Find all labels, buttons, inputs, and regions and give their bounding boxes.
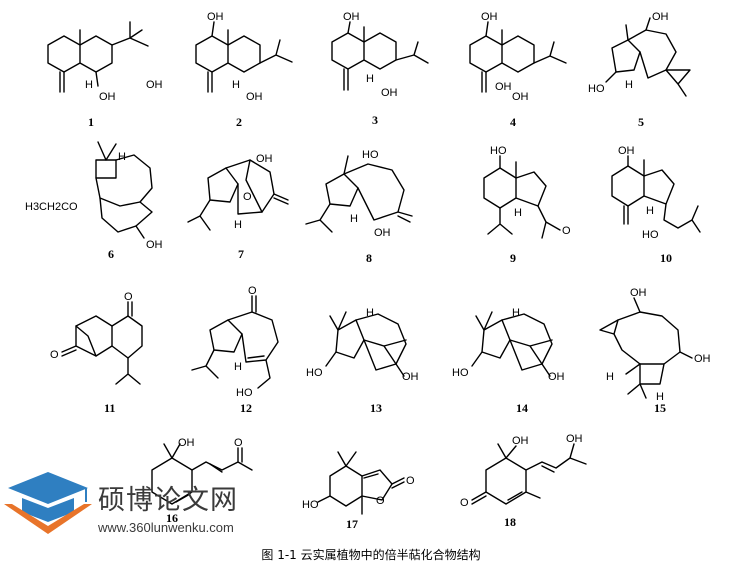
compound-4: OH OH OH 4 bbox=[469, 11, 567, 129]
compound-4-number: 4 bbox=[510, 115, 516, 129]
compound-9-label-1: H bbox=[514, 207, 522, 219]
compound-6-label-1: H3CH2CO bbox=[25, 201, 78, 213]
compound-16-label-1: O bbox=[234, 437, 243, 449]
compound-18-label-2: O bbox=[460, 497, 469, 509]
compound-7: OH O H 7 bbox=[187, 153, 289, 261]
compound-7-number: 7 bbox=[238, 247, 244, 261]
compound-12-label-1: H bbox=[234, 361, 242, 373]
compound-17-label-2: O bbox=[376, 495, 385, 507]
watermark-url: www.360lunwenku.com bbox=[98, 520, 234, 535]
compound-13-label-1: HO bbox=[306, 367, 323, 379]
compound-8-label-2: OH bbox=[374, 227, 391, 239]
compound-3-number: 3 bbox=[372, 113, 378, 127]
compound-9-label-2: O bbox=[562, 225, 571, 237]
compound-8-number: 8 bbox=[366, 251, 372, 265]
compound-11: O O 11 bbox=[50, 291, 143, 415]
compound-6-label-2: OH bbox=[146, 239, 163, 251]
compound-15-label-2: OH bbox=[694, 353, 711, 365]
compound-11-number: 11 bbox=[104, 401, 115, 415]
compound-9-label-0: HO bbox=[490, 145, 507, 157]
compound-18: OH OH O 18 bbox=[460, 433, 587, 529]
compound-18-label-1: OH bbox=[566, 433, 583, 445]
compound-7-label-2: H bbox=[234, 219, 242, 231]
compound-9-number: 9 bbox=[510, 251, 516, 265]
compound-14-number: 14 bbox=[516, 401, 528, 415]
compound-16: OH O 16 bbox=[151, 437, 253, 525]
compound-10-number: 10 bbox=[660, 251, 672, 265]
compound-13-number: 13 bbox=[370, 401, 382, 415]
compound-15-label-3: H bbox=[656, 391, 664, 403]
compound-10-label-2: HO bbox=[642, 229, 659, 241]
compound-8-label-0: HO bbox=[362, 149, 379, 161]
watermark-logo-icon bbox=[4, 472, 92, 534]
compound-4-label-0: OH bbox=[481, 11, 498, 23]
watermark-name: 硕博论文网 bbox=[98, 485, 238, 516]
compound-3-label-1: H bbox=[366, 73, 374, 85]
compound-14-label-0: H bbox=[512, 307, 520, 319]
compound-17: O HO O 17 bbox=[302, 451, 415, 531]
compound-15-label-0: OH bbox=[630, 287, 647, 299]
compound-6-number: 6 bbox=[108, 247, 114, 261]
compound-15-label-1: H bbox=[606, 371, 614, 383]
compound-17-label-0: O bbox=[406, 475, 415, 487]
compound-12-label-2: HO bbox=[236, 387, 253, 399]
compound-13-label-0: H bbox=[366, 307, 374, 319]
compound-9: HO H O 9 bbox=[483, 145, 571, 265]
compound-7-label-1: O bbox=[243, 191, 252, 203]
compound-1-label-0: OH bbox=[146, 79, 163, 91]
compound-3-label-0: OH bbox=[343, 11, 360, 23]
compound-8-label-1: H bbox=[350, 213, 358, 225]
figure-caption: 图 1-1 云实属植物中的倍半萜化合物结构 bbox=[261, 548, 481, 562]
compound-3: OH H OH 3 bbox=[331, 11, 429, 127]
compound-4-label-2: OH bbox=[512, 91, 529, 103]
compound-14-label-2: OH bbox=[548, 371, 565, 383]
compound-17-number: 17 bbox=[346, 517, 358, 531]
compound-1: OH H OH 1 bbox=[47, 21, 163, 129]
compound-1-number: 1 bbox=[88, 115, 94, 129]
compound-8: HO H OH 8 bbox=[305, 149, 413, 265]
compound-6: H H3CH2CO OH 6 bbox=[25, 141, 163, 261]
compound-2-label-0: OH bbox=[207, 11, 224, 23]
compound-1-label-1: H bbox=[85, 79, 93, 91]
compound-5-label-0: OH bbox=[652, 11, 669, 23]
compound-5-label-2: H bbox=[625, 79, 633, 91]
compound-16-label-0: OH bbox=[178, 437, 195, 449]
compound-2-label-2: OH bbox=[246, 91, 263, 103]
compound-14-label-1: HO bbox=[452, 367, 469, 379]
compound-12-label-0: O bbox=[248, 285, 257, 297]
compound-5-label-1: HO bbox=[588, 83, 605, 95]
compound-7-label-0: OH bbox=[256, 153, 273, 165]
compound-13: H HO OH 13 bbox=[306, 307, 419, 415]
compound-5: OH HO H 5 bbox=[588, 11, 691, 129]
compound-12: O H HO 12 bbox=[191, 285, 279, 415]
compound-4-label-1: OH bbox=[495, 81, 512, 93]
compound-10: OH H HO 10 bbox=[611, 145, 701, 265]
compound-11-label-1: O bbox=[50, 349, 59, 361]
compound-5-number: 5 bbox=[638, 115, 644, 129]
compound-11-label-0: O bbox=[124, 291, 133, 303]
compound-16-number: 16 bbox=[166, 511, 178, 525]
compound-2: OH H OH 2 bbox=[195, 11, 293, 129]
compound-17-label-1: HO bbox=[302, 499, 319, 511]
compound-10-label-1: H bbox=[646, 205, 654, 217]
compound-2-number: 2 bbox=[236, 115, 242, 129]
compound-13-label-2: OH bbox=[402, 371, 419, 383]
compound-3-label-2: OH bbox=[381, 87, 398, 99]
compound-2-label-1: H bbox=[232, 79, 240, 91]
compound-18-number: 18 bbox=[504, 515, 516, 529]
compound-6-label-0: H bbox=[118, 151, 126, 163]
compound-10-label-0: OH bbox=[618, 145, 635, 157]
compound-14: H HO OH 14 bbox=[452, 307, 565, 415]
compound-18-label-0: OH bbox=[512, 435, 529, 447]
compound-15-number: 15 bbox=[654, 401, 666, 415]
compound-12-number: 12 bbox=[240, 401, 252, 415]
compound-1-label-2: OH bbox=[99, 91, 116, 103]
compound-15: OH H OH H 15 bbox=[599, 287, 711, 415]
